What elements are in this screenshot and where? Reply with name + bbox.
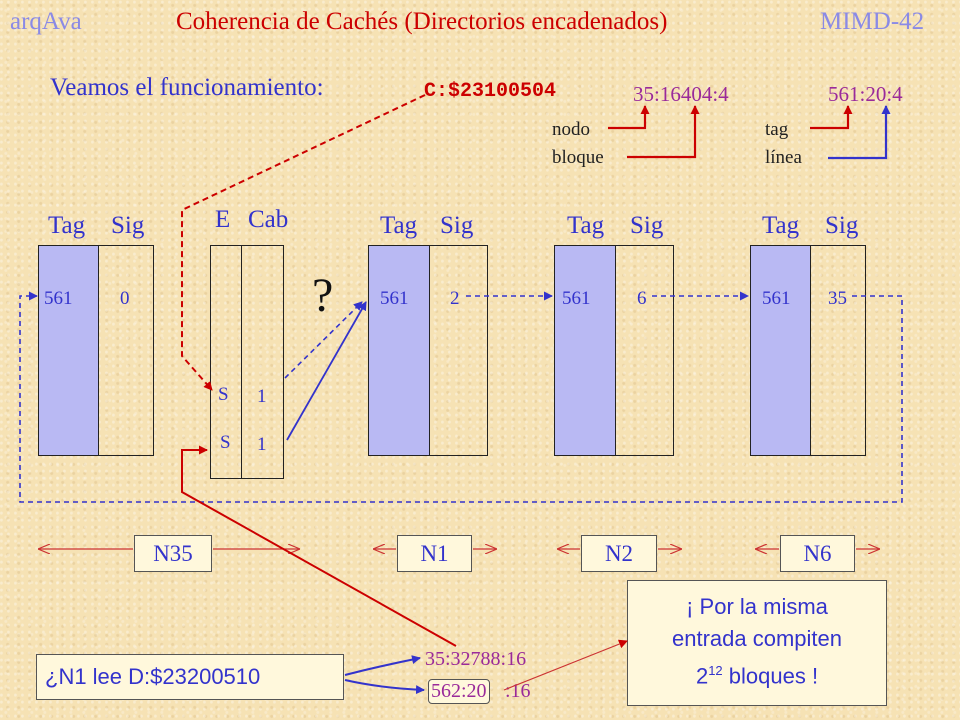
directory-row1-state: S (218, 384, 229, 405)
query-to-cache (344, 679, 425, 695)
cache-n6-sig-header: Sig (825, 212, 859, 239)
cache-n1-tag-value: 561 (380, 288, 409, 309)
cache-n6 (750, 245, 866, 456)
node-n2: N2 (581, 535, 657, 572)
command-address: C:$23100504 (424, 80, 557, 103)
dir-to-n1-solid (286, 301, 367, 441)
directory-row2-state: S (220, 432, 231, 453)
query-to-block (344, 655, 421, 676)
query-box: ¿N1 lee D:$23200510 (36, 654, 344, 700)
cache-n2-sig-header: Sig (630, 212, 664, 239)
directory-cab-header: Cab (248, 206, 289, 233)
arrow-nodo (608, 105, 650, 130)
header-right-label: MIMD-42 (820, 8, 925, 35)
note-line3: 212 bloques ! (695, 663, 819, 689)
cache-n2 (554, 245, 674, 456)
note-line2: entrada compiten (672, 626, 842, 651)
page-title: Coherencia de Cachés (Directorios encade… (176, 8, 668, 35)
note-line1: ¡ Por la misma (686, 594, 828, 619)
cache-n1-sig-value: 2 (450, 288, 460, 309)
cache-n35-sig-header: Sig (111, 212, 145, 239)
cache-n1-tag-header: Tag (380, 212, 418, 239)
directory-row2-head: 1 (257, 434, 267, 455)
label-tag: tag (765, 119, 789, 140)
cache-n1-sig-header: Sig (440, 212, 474, 239)
query-result-cache-suffix: :16 (505, 680, 531, 702)
cache-n2-tag-value: 561 (562, 288, 591, 309)
node-n35: N35 (134, 535, 212, 572)
cache-n35-tag-header: Tag (48, 212, 86, 239)
cache-n35-sig-value: 0 (120, 288, 130, 309)
arrow-bloque (627, 105, 700, 159)
command-path (181, 94, 426, 391)
query-result-cache: 562:20 (428, 679, 490, 704)
node-n1: N1 (397, 535, 472, 572)
label-linea: línea (765, 147, 802, 168)
directory-e-header: E (215, 206, 231, 233)
cache-to-note (503, 639, 628, 691)
cache-n6-sig-value: 35 (828, 288, 847, 309)
cache-n2-sig-value: 6 (637, 288, 647, 309)
question-mark: ? (312, 269, 334, 322)
result-to-directory (181, 445, 457, 647)
arrow-tag (810, 105, 853, 130)
cache-n2-tag-header: Tag (567, 212, 605, 239)
cache-n6-tag-value: 561 (762, 288, 791, 309)
arrow-linea (828, 105, 891, 160)
intro-text: Veamos el funcionamiento: (50, 74, 324, 101)
directory-row1-head: 1 (257, 386, 267, 407)
query-result-block: 35:32788:16 (425, 648, 527, 670)
block-address-decode: 35:16404:4 (633, 82, 729, 106)
dir-to-n1-dashed (284, 301, 363, 379)
cache-n1 (368, 245, 488, 456)
cache-address-decode: 561:20:4 (828, 82, 903, 106)
directory (210, 245, 284, 479)
cache-n35 (38, 245, 154, 456)
cache-n35-tag-value: 561 (44, 288, 73, 309)
chain-n6-to-n35 (19, 291, 903, 503)
node-n6: N6 (780, 535, 855, 572)
label-bloque: bloque (552, 147, 604, 168)
label-nodo: nodo (552, 119, 590, 140)
cache-n6-tag-header: Tag (762, 212, 800, 239)
header-left-label: arqAva (10, 8, 82, 35)
